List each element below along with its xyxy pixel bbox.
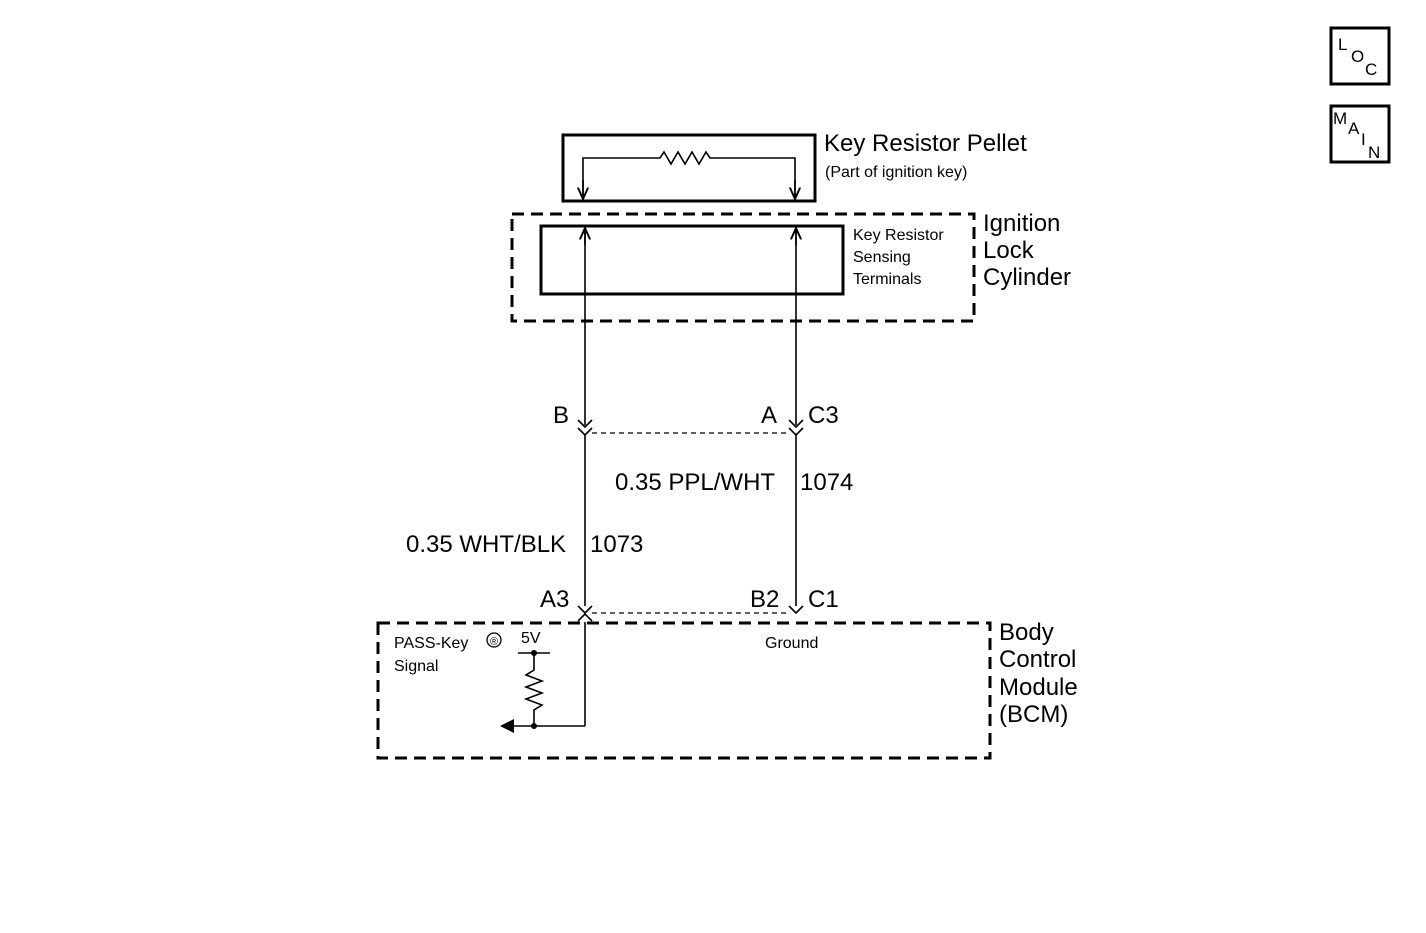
svg-text:N: N [1368,143,1380,162]
c3-pin-a: A [761,402,777,429]
pass-key-label: PASS-Key [394,635,468,652]
bcm-label-2: Control [999,646,1076,673]
wire-1074-circuit: 1074 [800,469,853,496]
svg-text:A: A [1348,119,1360,138]
sensing-label-1: Key Resistor [853,227,944,244]
svg-text:C: C [1365,60,1377,79]
wire-1073-circuit: 1073 [590,531,643,558]
svg-text:M: M [1333,109,1347,128]
signal-label: Signal [394,658,438,675]
wire-1074-spec: 0.35 PPL/WHT [615,469,775,496]
pull-up-circuit [500,622,586,733]
key-resistor-pellet [561,133,817,203]
resistor-symbol [582,150,796,198]
connector-c1 [577,605,804,622]
c3-name: C3 [808,402,839,429]
lock-cylinder-label-2: Lock [983,237,1035,264]
bcm-label-1: Body [999,619,1054,646]
ground-label: Ground [765,635,818,652]
loc-button[interactable]: L O C [1329,26,1391,86]
c1-pin-a3: A3 [540,586,569,613]
lock-cylinder-label-3: Cylinder [983,264,1071,291]
ignition-lock-cylinder [510,212,976,323]
voltage-label: 5V [521,630,541,647]
svg-text:L: L [1338,35,1347,54]
svg-text:O: O [1351,47,1364,66]
terminal-wires [585,228,796,425]
main-button[interactable]: M A I N [1329,104,1391,164]
pellet-title: Key Resistor Pellet [824,130,1027,157]
lock-cylinder-label-1: Ignition [983,210,1060,237]
wire-1073-spec: 0.35 WHT/BLK [406,531,566,558]
bcm-label-3: Module [999,674,1078,701]
bcm-label-4: (BCM) [999,701,1068,728]
sensing-label-3: Terminals [853,271,921,288]
registered-mark: ® [486,632,502,648]
svg-text:I: I [1361,130,1366,149]
body-control-module [376,621,992,760]
c1-name: C1 [808,586,839,613]
sensing-terminals-block [539,224,845,296]
sensing-label-2: Sensing [853,249,911,266]
svg-text:®: ® [490,636,498,648]
c3-pin-b: B [553,402,569,429]
pellet-subtitle: (Part of ignition key) [825,164,967,181]
c1-pin-b2: B2 [750,586,779,613]
